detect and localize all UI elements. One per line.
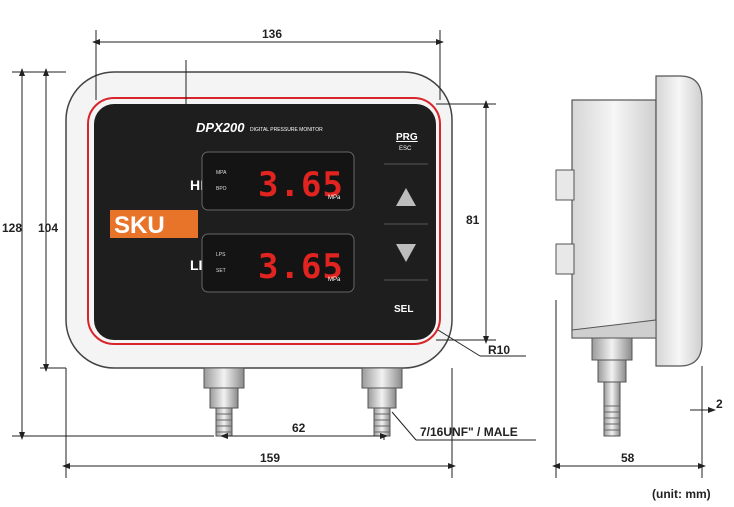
dim-display-height: 81 [466, 213, 480, 227]
up-arrow-icon[interactable] [396, 188, 416, 206]
port-right [361, 367, 403, 437]
side-view [555, 75, 703, 437]
dim-height-outer: 128 [2, 221, 22, 235]
prg-button[interactable]: PRG [396, 132, 418, 143]
dim-corner-radius: R10 [488, 343, 510, 357]
dim-side-offset: 2 [716, 397, 723, 411]
brand-logo: SKU [114, 212, 165, 239]
sel-button[interactable]: SEL [394, 304, 413, 315]
dim-height-inner: 104 [38, 221, 58, 235]
panel-red-border [87, 97, 441, 345]
unit-note: (unit: mm) [652, 487, 711, 501]
side-boss-bottom [555, 243, 575, 275]
dim-port-spacing: 62 [292, 421, 306, 435]
dim-front-width: 136 [262, 27, 282, 41]
side-foot [571, 319, 657, 339]
esc-label: ESC [399, 146, 412, 152]
hp-ind-top: MPA [216, 170, 227, 176]
down-arrow-icon[interactable] [396, 244, 416, 262]
lp-display [201, 233, 355, 293]
dim-side-depth: 58 [621, 451, 635, 465]
hp-reading: 3.65 [258, 165, 344, 205]
dimension-lines [12, 30, 716, 478]
lp-ind-bottom: SET [216, 268, 226, 274]
lp-reading: 3.65 [258, 247, 344, 287]
front-view: DPX200 DIGITAL PRESSURE MONITOR SKU HP M… [65, 71, 453, 437]
side-port [591, 337, 633, 437]
side-body [571, 99, 657, 339]
brand-logo-bg [110, 210, 198, 238]
model-label: DPX200 [196, 120, 245, 135]
dim-thread: 7/16UNF" / MALE [420, 425, 518, 439]
dimension-labels: 136 128 104 81 R10 62 7/16UNF" / MALE 15… [2, 27, 723, 501]
lp-ind-top: LPS [216, 252, 226, 258]
dim-outer-width: 159 [260, 451, 280, 465]
port-left [203, 367, 245, 437]
model-subtitle: DIGITAL PRESSURE MONITOR [250, 127, 323, 133]
hp-unit: MPa [328, 195, 341, 201]
side-boss-top [555, 169, 575, 201]
hp-display [201, 151, 355, 211]
lp-unit: MPa [328, 277, 341, 283]
side-flange [655, 75, 703, 367]
hp-ind-bottom: BPO [216, 186, 227, 192]
